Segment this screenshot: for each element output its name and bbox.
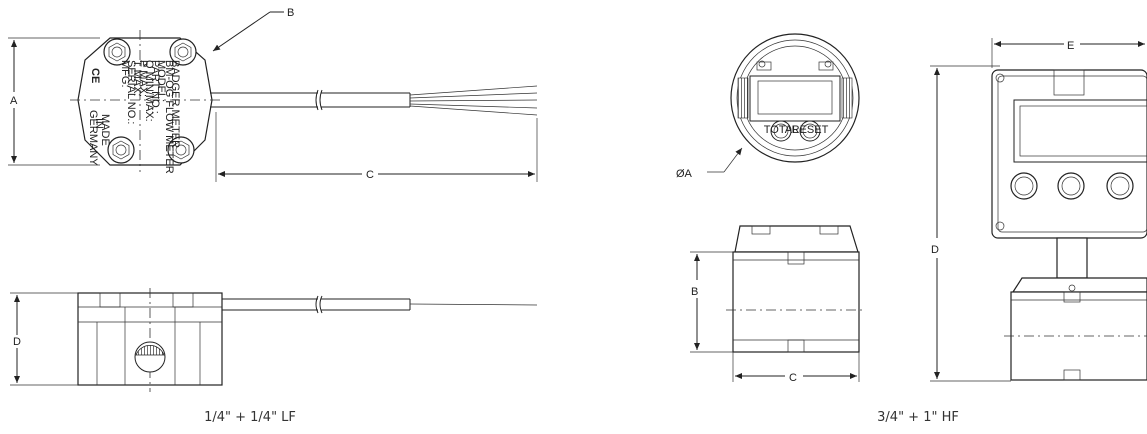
nameplate: BADGER METER BM-OG FLOW METER MODEL: PAR… bbox=[87, 60, 181, 174]
total-button[interactable]: TOTAL bbox=[764, 120, 798, 142]
dim-b-label: B bbox=[691, 286, 698, 298]
left-side-view: D bbox=[10, 288, 538, 392]
plate-made1: MADE bbox=[99, 114, 111, 146]
dim-c-label: C bbox=[366, 169, 374, 181]
plate-line9: MFG: bbox=[119, 60, 131, 88]
plate-made2: IN bbox=[93, 118, 105, 129]
plate-line8: SERIAL NO.: bbox=[125, 60, 137, 124]
bolt-icon bbox=[169, 38, 197, 66]
right-round-view: TOTAL RESET ØA bbox=[676, 33, 860, 180]
plate-made3: GERMANY bbox=[87, 110, 99, 166]
bolt-icon bbox=[107, 136, 135, 164]
plate-line7: T MAX: bbox=[131, 60, 143, 96]
reset-button-label: RESET bbox=[792, 124, 829, 136]
right-caption: 3/4" + 1" HF bbox=[877, 410, 959, 425]
ce-mark-icon: CE bbox=[89, 68, 101, 83]
plate-line4: PART NO.: bbox=[149, 60, 161, 114]
dim-d-right-label: D bbox=[931, 244, 939, 256]
bolt-icon bbox=[167, 136, 195, 164]
cable-top bbox=[210, 85, 538, 116]
right-side-view: B C bbox=[690, 225, 866, 384]
right-tall-view: E D bbox=[930, 38, 1147, 382]
plate-line2: BM-OG FLOW METER bbox=[163, 60, 175, 174]
dim-c-right-label: C bbox=[789, 372, 797, 384]
bolt-icon bbox=[103, 38, 131, 66]
plate-line5: Q MIN/MAX: bbox=[143, 60, 155, 122]
dim-phi-a-label: ØA bbox=[676, 168, 693, 180]
plate-line6: P MAX: bbox=[137, 60, 149, 97]
dim-e-label: E bbox=[1067, 40, 1074, 52]
total-button-label: TOTAL bbox=[764, 124, 798, 136]
left-top-view: BADGER METER BM-OG FLOW METER MODEL: PAR… bbox=[8, 7, 538, 182]
left-caption: 1/4" + 1/4" LF bbox=[204, 410, 296, 425]
callout-b-label: B bbox=[287, 7, 294, 19]
reset-button[interactable]: RESET bbox=[792, 120, 829, 142]
plate-line1: BADGER METER bbox=[169, 60, 181, 148]
dim-d-label: D bbox=[13, 336, 21, 348]
dim-a-label: A bbox=[10, 95, 18, 107]
plate-line3: MODEL: bbox=[155, 60, 167, 102]
